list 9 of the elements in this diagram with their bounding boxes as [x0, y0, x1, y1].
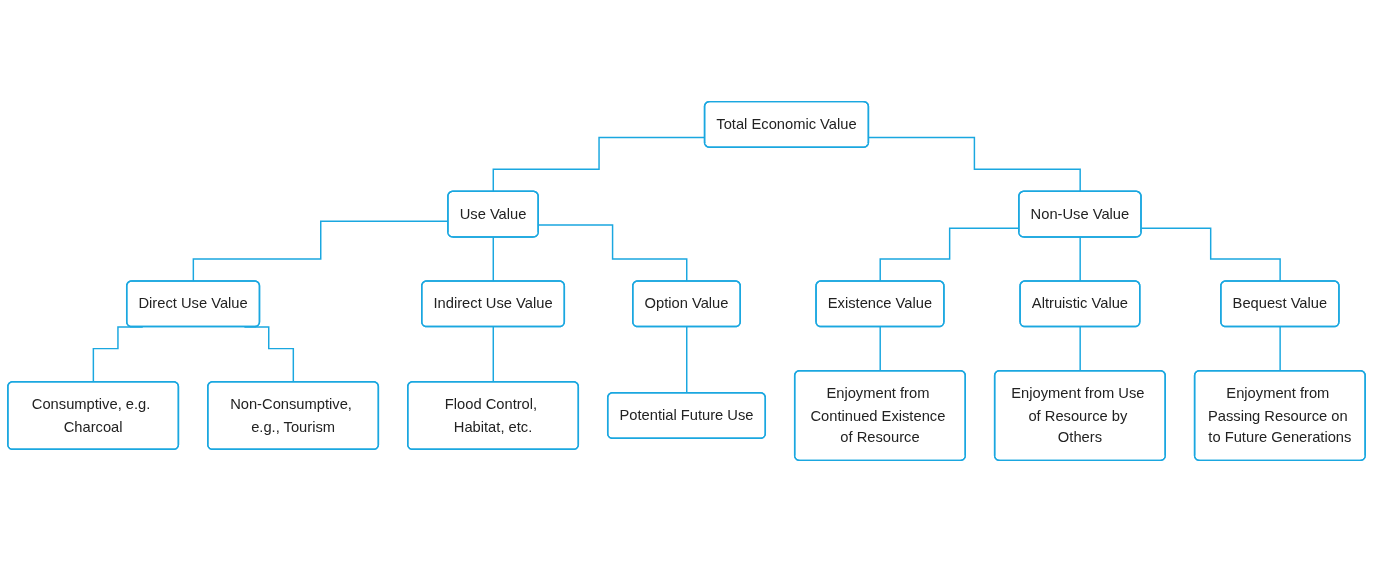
connector — [1140, 227, 1282, 283]
connector — [1079, 236, 1082, 283]
connector — [1079, 326, 1082, 372]
connector — [868, 136, 1082, 193]
connector — [492, 326, 495, 383]
connector — [1279, 326, 1282, 372]
connector — [879, 326, 882, 372]
connector — [492, 236, 495, 283]
connector — [686, 326, 688, 394]
